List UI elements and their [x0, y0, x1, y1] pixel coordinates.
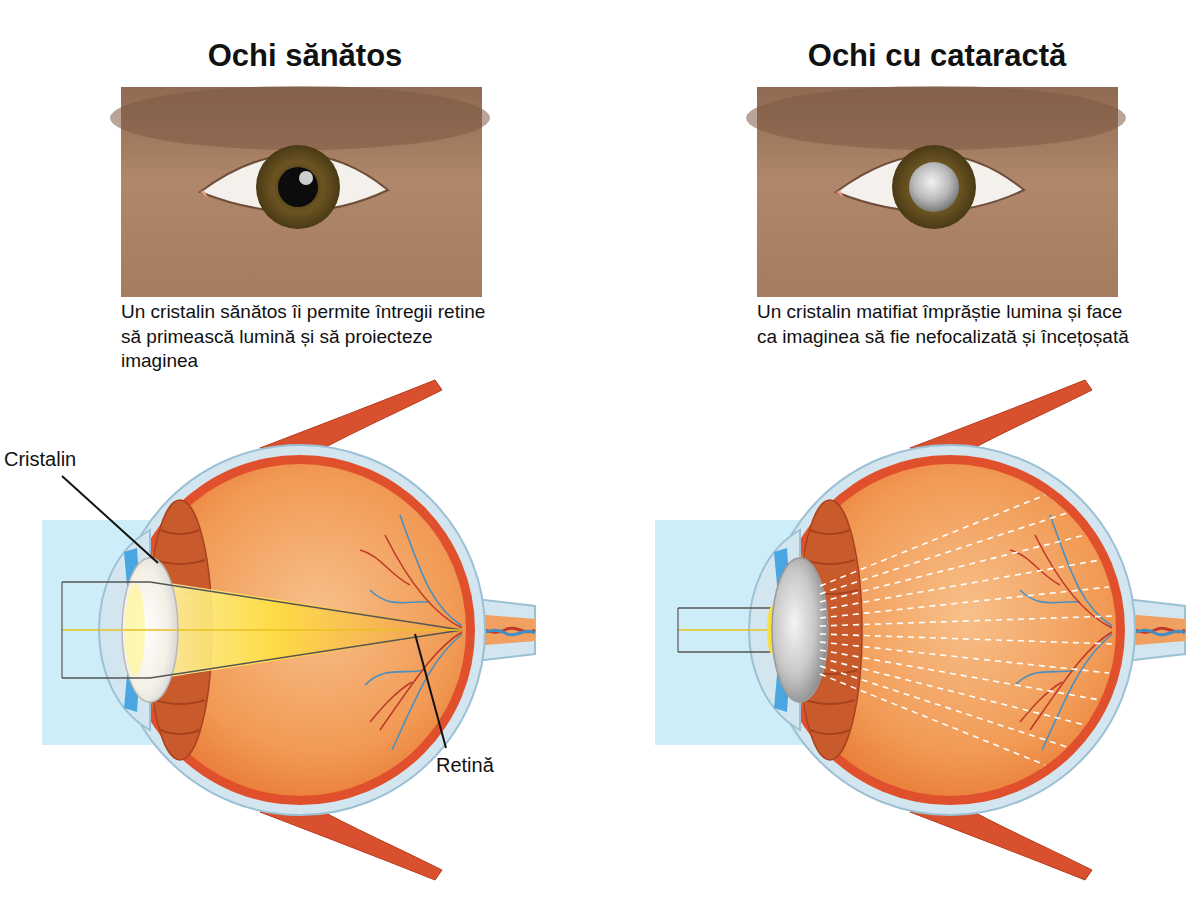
cataract-eye-section — [678, 380, 1185, 880]
leader-line — [62, 476, 158, 563]
part-label: Retină — [436, 752, 556, 778]
part-label: Cristalin — [4, 446, 124, 472]
caption-text: Un cristalin sănătos îi permite întregii… — [121, 300, 493, 374]
face-photo-healthy — [110, 86, 490, 297]
healthy-eye-section — [62, 380, 535, 880]
leader-line — [415, 634, 446, 748]
panel-title: Ochi sănătos — [100, 36, 510, 76]
caption-text: Un cristalin matifiat împrăștie lumina ș… — [757, 300, 1129, 349]
face-photo-cataract — [746, 86, 1126, 297]
panel-title: Ochi cu cataractă — [732, 36, 1142, 76]
